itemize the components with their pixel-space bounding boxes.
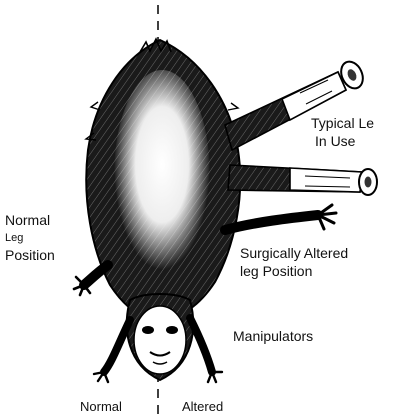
label-typical-leg: Typical Le In Use (311, 115, 374, 150)
label-surgically-line1: Surgically Altered (240, 245, 348, 263)
label-bottom-altered: Altered (182, 399, 223, 415)
label-manipulators: Manipulators (233, 328, 313, 346)
label-surgically-line2: leg Position (240, 263, 348, 281)
label-normal-leg-line3: Position (5, 247, 55, 265)
label-typical-line1: Typical Le (311, 115, 374, 133)
lower-right-leg (228, 165, 377, 195)
label-normal-leg-line2: Leg (5, 230, 55, 248)
creature-head (127, 294, 193, 380)
label-normal-leg-line1: Normal (5, 212, 55, 230)
creature-body (86, 39, 245, 320)
label-normal-leg-position: Normal Leg Position (5, 212, 55, 265)
label-surgically-altered: Surgically Altered leg Position (240, 245, 348, 280)
altered-hind-leg (225, 205, 336, 230)
label-typical-line2: In Use (311, 133, 374, 151)
label-bottom-normal: Normal (80, 399, 122, 415)
normal-hind-leg (74, 265, 108, 295)
